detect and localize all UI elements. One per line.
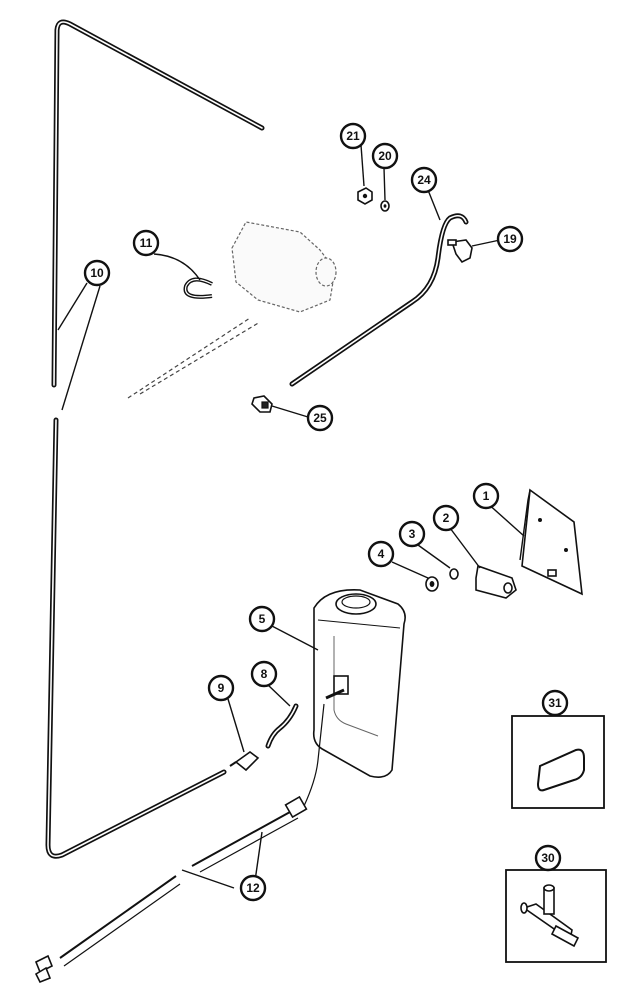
callout-10: 10 <box>83 259 111 287</box>
callout-11-label: 11 <box>140 236 153 250</box>
callout-20-label: 20 <box>378 149 392 163</box>
callout-24: 24 <box>410 166 438 194</box>
washer-motor-outline <box>127 221 337 399</box>
callout-5: 5 <box>248 605 276 633</box>
callout-9: 9 <box>207 674 235 702</box>
callout-21: 21 <box>339 122 367 150</box>
callout-5-label: 5 <box>259 612 266 626</box>
nozzle-hose <box>289 213 469 387</box>
callout-24-label: 24 <box>417 173 431 187</box>
leader-lines <box>57 144 525 889</box>
callout-12: 12 <box>239 874 267 902</box>
short-hose <box>265 703 299 749</box>
callout-8: 8 <box>250 660 278 688</box>
callout-20: 20 <box>371 142 399 170</box>
callout-25: 25 <box>306 404 334 432</box>
nut-part <box>357 187 373 205</box>
callout-11: 11 <box>132 229 160 257</box>
callout-1-label: 1 <box>483 489 490 503</box>
callout-3: 3 <box>398 520 426 548</box>
washer-reservoir <box>312 589 406 778</box>
callout-19: 19 <box>496 225 524 253</box>
clamp-ring <box>183 277 213 299</box>
callout-8-label: 8 <box>261 667 268 681</box>
washer-part <box>380 200 390 212</box>
mounting-bracket <box>519 488 583 596</box>
washer-hose-lower <box>45 417 227 859</box>
callout-4-label: 4 <box>378 547 385 561</box>
callout-2-label: 2 <box>443 511 450 525</box>
callout-2: 2 <box>432 504 460 532</box>
callout-30-label: 30 <box>541 851 555 865</box>
callout-10-label: 10 <box>90 266 104 280</box>
callout-1: 1 <box>472 482 500 510</box>
callout-31: 31 <box>541 689 569 717</box>
grommet <box>425 576 439 592</box>
pump-bracket <box>475 564 517 599</box>
hose-clip <box>251 395 273 413</box>
callout-25-label: 25 <box>313 411 327 425</box>
check-valve <box>229 751 260 772</box>
callout-9-label: 9 <box>218 681 225 695</box>
washer-hose-upper <box>51 19 265 388</box>
callout-4: 4 <box>367 540 395 568</box>
seal-box <box>511 715 605 809</box>
callout-3-label: 3 <box>409 527 416 541</box>
callout-12-label: 12 <box>246 881 260 895</box>
small-washer <box>449 568 459 580</box>
callout-19-label: 19 <box>503 232 517 246</box>
callout-30: 30 <box>534 844 562 872</box>
wire-harness <box>34 703 325 984</box>
tee-connector-box <box>505 869 607 963</box>
callout-31-label: 31 <box>548 696 562 710</box>
elbow-connector <box>447 239 473 264</box>
callout-21-label: 21 <box>346 129 360 143</box>
